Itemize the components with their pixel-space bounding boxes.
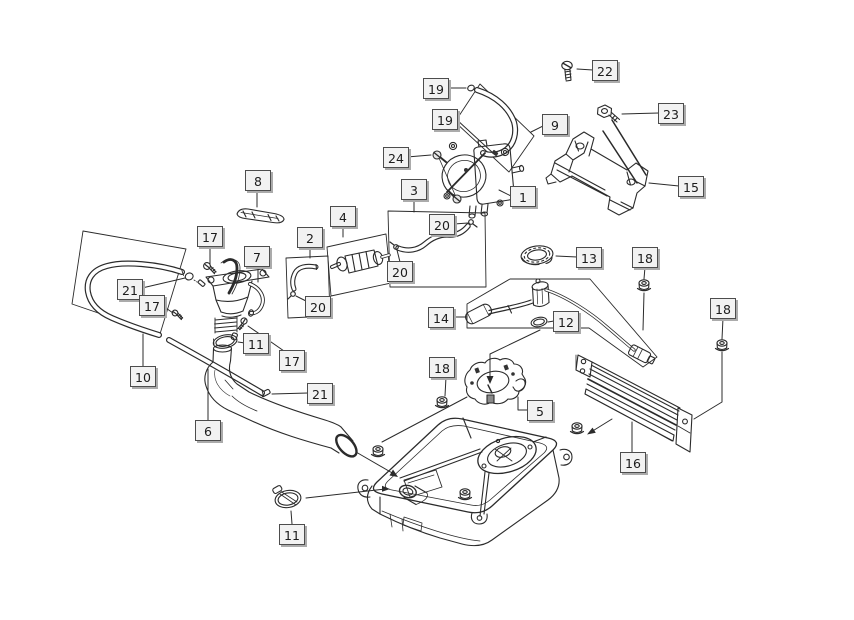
tank-inlet-spout xyxy=(398,483,418,499)
callout-label[interactable]: 20 xyxy=(429,213,455,235)
clip-20 xyxy=(469,220,477,227)
screw-17 xyxy=(237,316,248,331)
clip-20 xyxy=(390,242,398,249)
callout-label[interactable]: 17 xyxy=(139,294,165,316)
leader-lines xyxy=(142,69,723,524)
callout-label[interactable]: 21 xyxy=(307,382,333,404)
flange-gasket-5 xyxy=(465,358,526,404)
callout-label[interactable]: 18 xyxy=(710,297,736,319)
callout-label[interactable]: 7 xyxy=(244,245,270,267)
mounting-bracket-15 xyxy=(546,132,648,215)
screw-17 xyxy=(201,261,219,275)
clamp-21 xyxy=(184,272,205,287)
gasket-8 xyxy=(237,209,284,223)
heat-shield-16 xyxy=(576,355,692,452)
callout-label[interactable]: 12 xyxy=(553,310,579,332)
callout-label[interactable]: 17 xyxy=(279,349,305,371)
clip-20 xyxy=(288,292,295,299)
hose-clamp-11 xyxy=(272,485,302,510)
callout-label[interactable]: 18 xyxy=(632,246,658,268)
callout-label[interactable]: 24 xyxy=(383,146,409,168)
wire-connector xyxy=(628,344,657,366)
fuel-hose-3 xyxy=(390,220,477,250)
callout-label[interactable]: 6 xyxy=(195,419,221,441)
callout-label[interactable]: 13 xyxy=(576,246,602,268)
callout-label[interactable]: 18 xyxy=(429,356,455,378)
callout-label[interactable]: 15 xyxy=(678,175,704,197)
nut-18 xyxy=(569,422,585,435)
callout-label[interactable]: 22 xyxy=(592,59,618,81)
nut-18 xyxy=(370,445,386,458)
clip-19 xyxy=(467,84,475,92)
callout-label[interactable]: 9 xyxy=(542,113,568,135)
callout-label[interactable]: 4 xyxy=(330,205,356,227)
callout-label[interactable]: 16 xyxy=(620,451,646,473)
lock-ring-13 xyxy=(520,244,554,266)
callout-label[interactable]: 8 xyxy=(245,169,271,191)
nut-18 xyxy=(434,396,450,409)
callout-label[interactable]: 11 xyxy=(279,523,305,545)
filler-neck-7 xyxy=(206,259,269,333)
screw-23 xyxy=(596,104,620,122)
callout-label[interactable]: 10 xyxy=(130,365,156,387)
nut-18 xyxy=(636,279,652,292)
fuel-filter-4 xyxy=(332,250,389,273)
callout-label[interactable]: 1 xyxy=(510,185,536,207)
callout-label[interactable]: 3 xyxy=(401,178,427,200)
callout-label[interactable]: 14 xyxy=(428,306,454,328)
fuel-hose-9 xyxy=(467,84,515,156)
o-ring-12 xyxy=(530,316,548,328)
fuel-pump-1 xyxy=(437,140,524,218)
screw-17 xyxy=(170,309,185,321)
filler-tube-6 xyxy=(205,345,360,460)
box-14 xyxy=(467,279,657,367)
nut-18 xyxy=(714,339,730,352)
callout-label[interactable]: 11 xyxy=(243,332,269,354)
callout-label[interactable]: 19 xyxy=(432,108,458,130)
callout-label[interactable]: 2 xyxy=(297,226,323,248)
fuel-level-sender-14 xyxy=(464,279,657,366)
clip-19 xyxy=(491,149,499,157)
box-hose-9 xyxy=(455,84,534,172)
callout-label[interactable]: 20 xyxy=(305,295,331,317)
hose-clamp-11 xyxy=(212,332,238,350)
callout-label[interactable]: 17 xyxy=(197,225,223,247)
callout-label[interactable]: 20 xyxy=(387,260,413,282)
callout-label[interactable]: 19 xyxy=(423,77,449,99)
screw-24 xyxy=(433,151,461,203)
fuel-tank xyxy=(358,418,572,546)
callout-label[interactable]: 23 xyxy=(658,102,684,124)
callout-label[interactable]: 5 xyxy=(527,399,553,421)
box-4 xyxy=(327,234,391,296)
callout-label[interactable]: 21 xyxy=(117,278,143,300)
nut-18 xyxy=(457,488,473,501)
elbow-hose-2 xyxy=(288,265,317,300)
screw-22 xyxy=(562,61,572,81)
breather-hose-10 xyxy=(88,264,264,397)
